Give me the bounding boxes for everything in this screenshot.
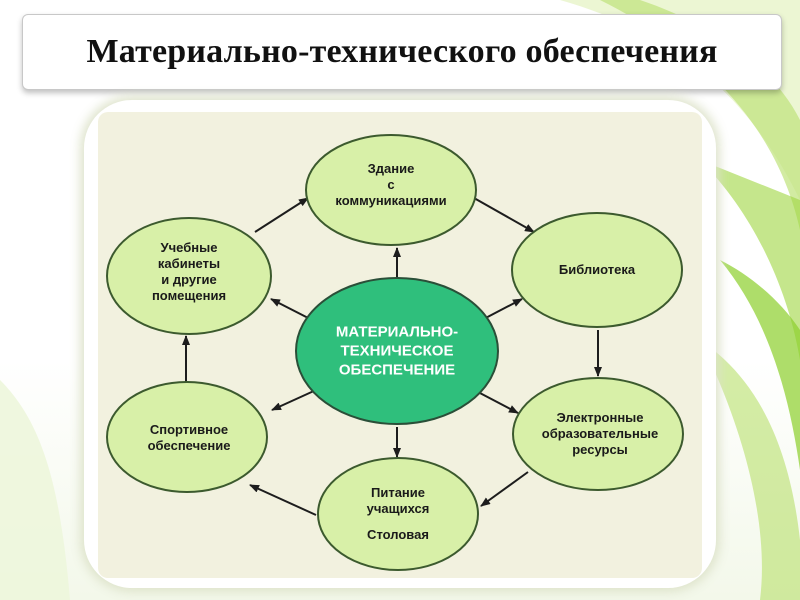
node-classrooms-label: Учебные кабинеты и другие помещения (152, 240, 226, 304)
node-eresources-label: Электронные образовательные ресурсы (542, 410, 658, 458)
node-eresources-line-3: ресурсы (572, 442, 628, 457)
arrow-building-to-library (473, 197, 535, 233)
arrow-center-to-sport (271, 389, 317, 411)
node-building-line-2: с (387, 177, 395, 192)
node-food-line-4: Столовая (367, 527, 429, 542)
node-center (295, 277, 499, 425)
arrow-food-to-sport (249, 484, 317, 516)
node-food-line-3 (367, 517, 430, 527)
node-sport-line-2: обеспечение (147, 438, 231, 453)
node-library-line-1: Библиотека (558, 262, 636, 277)
node-classrooms-line-3: и другие (161, 272, 217, 287)
node-building-line-3: коммуникациями (335, 193, 447, 208)
node-classrooms-line-4: помещения (151, 288, 227, 303)
node-classrooms (106, 217, 272, 335)
arrow-classrooms-to-building (254, 197, 309, 233)
center-label: МАТЕРИАЛЬНО- ТЕХНИЧЕСКОЕ ОБЕСПЕЧЕНИЕ (336, 323, 458, 380)
node-library-label: Библиотека (559, 262, 635, 278)
center-label-line-3: ОБЕСПЕЧЕНИЕ (338, 361, 456, 379)
node-eresources-line-2: образовательные (541, 426, 659, 441)
node-sport-label: Спортивное обеспечение (148, 422, 231, 454)
node-eresources (512, 377, 684, 491)
node-food-line-1: Питание (370, 485, 426, 500)
node-sport (106, 381, 268, 493)
center-label-line-1: МАТЕРИАЛЬНО- (335, 323, 459, 341)
node-food (317, 457, 479, 571)
node-eresources-line-1: Электронные (556, 410, 644, 425)
node-classrooms-line-2: кабинеты (157, 256, 221, 271)
page-title: Материально-технического обеспечения (86, 33, 718, 70)
node-food-label: Питание учащихся Столовая (367, 485, 430, 543)
node-building (305, 134, 477, 246)
node-food-line-2: учащихся (366, 501, 430, 516)
node-library (511, 212, 683, 328)
node-building-label: Здание с коммуникациями (335, 161, 446, 209)
arrow-center-to-eresources (477, 391, 519, 414)
node-sport-line-1: Спортивное (149, 422, 229, 437)
center-label-line-2: ТЕХНИЧЕСКОЕ (340, 342, 454, 360)
node-classrooms-line-1: Учебные (160, 240, 218, 255)
title-bar: Материально-технического обеспечения (22, 14, 782, 90)
node-building-line-1: Здание (367, 161, 415, 176)
arrow-eresources-to-food (480, 471, 529, 507)
